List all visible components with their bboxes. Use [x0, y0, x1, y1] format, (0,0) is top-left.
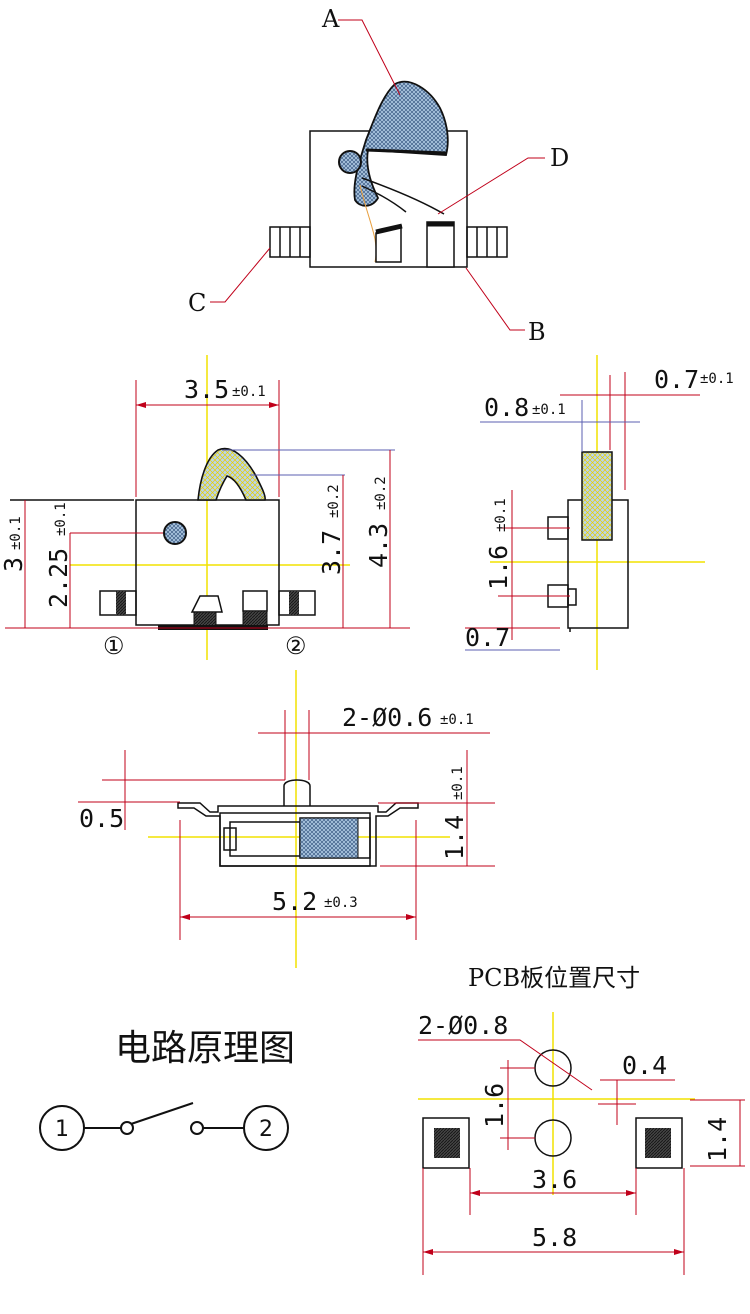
front-pin-1: ① [103, 632, 125, 660]
front-view: 3.5 ±0.1 3 ±0.1 2.25 ±0.1 3.7 ±0.2 4.3 ±… [0, 355, 410, 660]
front-pin-2: ② [285, 632, 307, 660]
top-view: 2-Ø0.6 ±0.1 0.5 1.4 ±0.1 5.2 ±0.3 [78, 670, 495, 968]
schematic: 电路原理图 1 2 [39, 1028, 295, 1151]
tol-side-w07: ±0.1 [700, 371, 734, 387]
tol-side-h16: ±0.1 [493, 498, 509, 532]
pivot-pin [338, 150, 362, 174]
dim-front-h225: 2.25 [44, 548, 73, 608]
tol-side-w08: ±0.1 [532, 402, 566, 418]
tol-front-h37: ±0.2 [326, 484, 342, 518]
tol-top-w52: ±0.3 [324, 895, 358, 911]
pcb-v16-dim: 1.6 [480, 1083, 509, 1128]
side-view: 0.7 ±0.1 0.8 ±0.1 1.6 ±0.1 0.7 [465, 355, 734, 670]
schematic-pin-1: 1 [55, 1117, 69, 1142]
top-body [177, 802, 419, 867]
dim-top-h05: 0.5 [79, 804, 124, 833]
front-actuator [197, 447, 266, 501]
pcb-gap-dim: 0.4 [622, 1051, 667, 1080]
tol-top-hole: ±0.1 [440, 712, 474, 728]
pcb-v14-dim: 1.4 [703, 1117, 732, 1162]
actuator-lever [353, 80, 449, 207]
leader-c [210, 247, 271, 303]
pcb-hole-dim: 2-Ø0.8 [418, 1011, 508, 1040]
dim-side-h16: 1.6 [484, 545, 513, 590]
dim-top-h14: 1.4 [440, 815, 469, 860]
contact-right [426, 221, 455, 268]
dim-front-h37: 3.7 [317, 530, 346, 575]
pcb-w36-dim: 3.6 [532, 1165, 577, 1194]
side-actuator [581, 451, 613, 541]
callout-c: C [188, 289, 206, 317]
pcb-layout: PCB板位置尺寸 2-Ø0.8 0.4 1.6 1.4 3.6 [418, 964, 745, 1275]
dim-top-hole: 2-Ø0.6 [342, 703, 432, 732]
leader-d [437, 157, 545, 215]
tol-front-h225: ±0.1 [53, 502, 69, 536]
contact-left [375, 223, 403, 263]
leader-a [338, 19, 401, 96]
internal-view: A D C B [188, 5, 569, 346]
tol-front-width: ±0.1 [232, 384, 266, 400]
pcb-pad-right [635, 1117, 683, 1169]
schematic-title: 电路原理图 [115, 1028, 295, 1069]
dim-front-width: 3.5 [184, 375, 229, 404]
pcb-pad-left [422, 1117, 470, 1169]
tol-top-h14: ±0.1 [450, 766, 466, 800]
tol-front-h3: ±0.1 [8, 516, 24, 550]
callout-b: B [528, 318, 546, 346]
leader-b [465, 267, 525, 331]
pcb-title: PCB板位置尺寸 [468, 964, 640, 992]
callout-d: D [550, 144, 569, 172]
schematic-switch-blade [130, 1102, 194, 1125]
top-knob [283, 779, 311, 806]
schematic-pin-2: 2 [259, 1117, 273, 1142]
dim-side-h07: 0.7 [465, 623, 510, 652]
schematic-node-2 [243, 1105, 289, 1151]
dim-side-w08: 0.8 [484, 393, 529, 422]
terminal-left [269, 226, 311, 258]
dim-front-h43: 4.3 [364, 523, 393, 568]
dim-front-h3: 3 [0, 557, 28, 572]
dim-top-w52: 5.2 [272, 887, 317, 916]
front-pivot [163, 521, 187, 545]
dim-side-w07: 0.7 [654, 365, 699, 394]
tol-front-h43: ±0.2 [373, 476, 389, 510]
callout-a: A [321, 5, 340, 33]
pcb-w58-dim: 5.8 [532, 1223, 577, 1252]
terminal-right [466, 226, 508, 258]
